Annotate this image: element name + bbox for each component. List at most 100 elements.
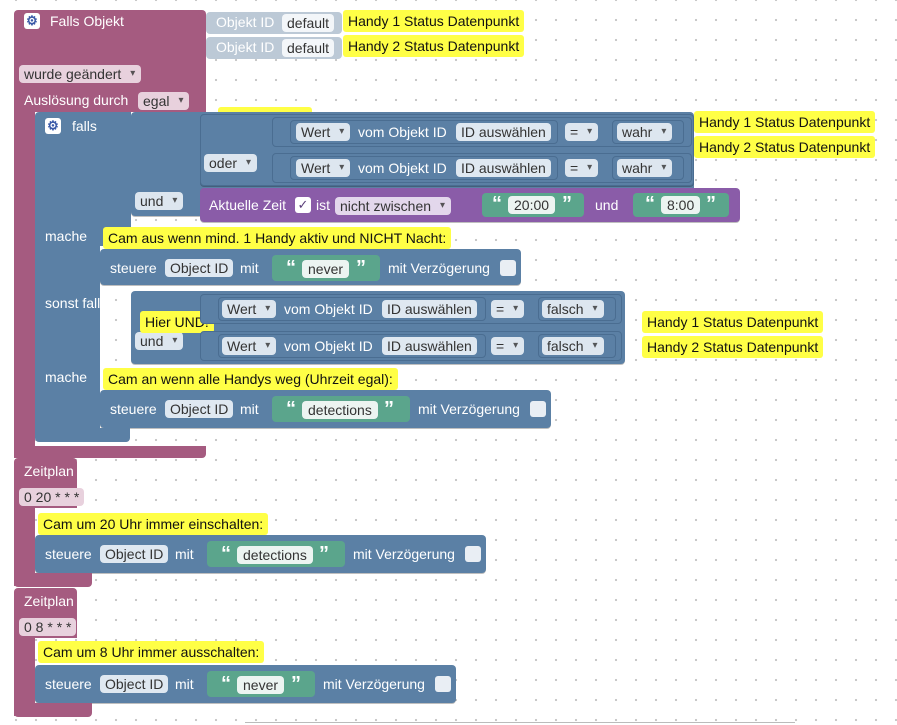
control-mit-1: mit [240,260,259,276]
comment-cam-on[interactable]: Cam an wenn alle Handys weg (Uhrzeit ega… [103,368,398,390]
workspace-scrollbar[interactable] [245,722,795,723]
if-spine-1 [35,216,100,298]
trigger-title: Falls Objekt [50,13,124,29]
value-dropdown-1[interactable]: Wert [296,123,351,141]
and-dropdown-1[interactable]: und [135,192,184,210]
quote-close-icon: ” [356,257,366,279]
comment-handy-1-else[interactable]: Handy 1 Status Datenpunkt [642,311,824,333]
quote-open-icon: “ [492,193,502,215]
quote-close-icon: ” [319,543,329,565]
delay-label-4: mit Verzögerung [323,676,425,692]
control-value-1[interactable]: never [302,260,350,278]
quote-close-icon: ” [706,193,716,215]
trigger-block-footer [14,446,206,458]
else-if-label: sonst falls [45,295,108,311]
op-dropdown-4[interactable]: = [491,337,525,355]
bool-dropdown-4[interactable]: falsch [542,337,604,355]
quote-open-icon: “ [286,257,296,279]
changed-dropdown[interactable]: wurde geändert [19,65,142,83]
range-dropdown[interactable]: nicht zwischen [335,197,452,215]
schedule-block-2-spine [14,638,35,716]
gear-icon[interactable]: ⚙ [45,118,61,134]
value-dropdown-3[interactable]: Wert [222,300,277,318]
time-to-value[interactable]: 8:00 [661,196,701,214]
gear-icon[interactable]: ⚙ [24,13,40,29]
from-object-label-1: vom Objekt ID [358,124,447,140]
delay-label-3: mit Verzögerung [353,546,455,562]
trigger-by-label: Auslösung durch [24,92,129,108]
op-dropdown-3[interactable]: = [491,300,525,318]
und-label: und [595,197,619,213]
cron-value-2[interactable]: 0 8 * * * [19,618,77,636]
comment-handy-2-top[interactable]: Handy 2 Status Datenpunkt [343,35,525,57]
comment-hier-und[interactable]: Hier UND! [140,311,214,333]
time-label: Aktuelle Zeit [209,197,287,213]
quote-open-icon: “ [286,398,296,420]
id-select-4[interactable]: ID auswählen [382,337,477,355]
delay-label-2: mit Verzögerung [418,401,520,417]
and-dropdown-2[interactable]: und [135,332,184,350]
schedule-title-2: Zeitplan [24,593,74,609]
id-select-1[interactable]: ID auswählen [456,123,551,141]
control-value-2[interactable]: detections [302,401,378,419]
ist-label: ist [316,197,330,213]
bool-dropdown-3[interactable]: falsch [542,300,604,318]
control-value-3[interactable]: detections [237,546,313,564]
delay-checkbox-3[interactable] [465,546,481,562]
object-id-value-1[interactable]: default [282,14,335,32]
delay-checkbox-1[interactable] [500,260,516,276]
bool-dropdown-1[interactable]: wahr [617,123,673,141]
from-object-label-4: vom Objekt ID [284,338,373,354]
schedule-block-2-footer [14,703,92,717]
control-value-4[interactable]: never [237,676,285,694]
small-yellow-tab [218,107,312,113]
checkbox-icon[interactable]: ✓ [295,197,311,213]
comment-schedule-2[interactable]: Cam um 8 Uhr immer ausschalten: [38,641,265,663]
control-object-1[interactable]: Object ID [165,259,234,277]
do-label-2: mache [45,369,88,385]
value-dropdown-2[interactable]: Wert [296,159,351,177]
delay-label-1: mit Verzögerung [388,260,490,276]
time-from-value[interactable]: 20:00 [508,196,556,214]
trigger-by-dropdown[interactable]: egal [138,92,190,110]
op-dropdown-1[interactable]: = [565,123,599,141]
comment-handy-1-top[interactable]: Handy 1 Status Datenpunkt [343,10,525,32]
comment-cam-off[interactable]: Cam aus wenn mind. 1 Handy aktiv und NIC… [103,227,452,249]
quote-close-icon: ” [291,673,301,695]
control-object-3[interactable]: Object ID [100,545,169,563]
control-object-2[interactable]: Object ID [165,400,234,418]
quote-close-icon: ” [384,398,394,420]
delay-checkbox-4[interactable] [435,676,451,692]
from-object-label-2: vom Objekt ID [358,160,447,176]
trigger-block-spine [14,112,35,458]
object-id-label-1: Objekt ID [216,14,275,30]
control-mit-3: mit [175,546,194,562]
object-id-label-2: Objekt ID [216,39,275,55]
op-dropdown-2[interactable]: = [565,159,599,177]
value-dropdown-4[interactable]: Wert [222,337,277,355]
object-id-value-2[interactable]: default [282,39,335,57]
if-spine-3 [35,364,100,434]
from-object-label-3: vom Objekt ID [284,301,373,317]
id-select-3[interactable]: ID auswählen [382,300,477,318]
schedule-block-1-footer [14,573,92,587]
id-select-2[interactable]: ID auswählen [456,159,551,177]
bool-dropdown-2[interactable]: wahr [617,159,673,177]
delay-checkbox-2[interactable] [530,401,546,417]
comment-handy-2-else[interactable]: Handy 2 Status Datenpunkt [642,336,824,358]
if-label: falls [72,118,97,134]
cron-value-1[interactable]: 0 20 * * * [19,488,85,506]
comment-handy-2-cond[interactable]: Handy 2 Status Datenpunkt [694,136,876,158]
or-dropdown[interactable]: oder [204,154,258,172]
quote-open-icon: “ [645,193,655,215]
trigger-block-header[interactable] [14,10,206,60]
control-object-4[interactable]: Object ID [100,675,169,693]
if-block-footer [35,428,130,442]
comment-handy-1-cond[interactable]: Handy 1 Status Datenpunkt [694,111,876,133]
schedule-block-1-spine [14,508,35,586]
comment-schedule-1[interactable]: Cam um 20 Uhr immer einschalten: [38,513,269,535]
quote-open-icon: “ [221,673,231,695]
quote-close-icon: ” [562,193,572,215]
quote-open-icon: “ [221,543,231,565]
control-label-3: steuere [45,546,92,562]
